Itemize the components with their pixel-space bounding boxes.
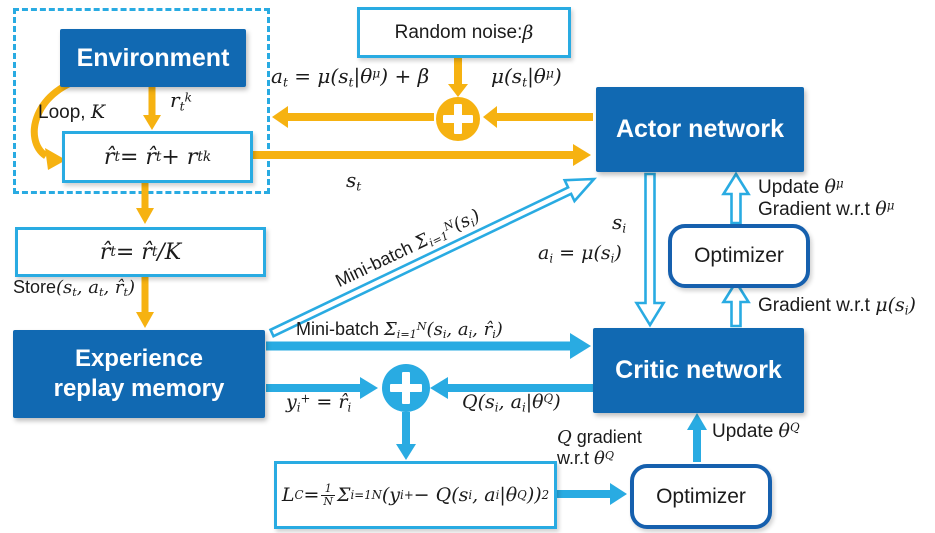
label-action-i-equation: ai = μ(si) bbox=[538, 242, 622, 266]
label-update-theta-mu: Update θμ bbox=[758, 176, 844, 198]
arrow-accumulate-to-average bbox=[136, 177, 154, 224]
arrow-average-to-replay bbox=[136, 271, 154, 328]
environment-box: Environment bbox=[60, 29, 246, 87]
experience-replay-line1: Experience bbox=[74, 345, 204, 372]
arrow-critic-to-target-sum bbox=[430, 377, 593, 399]
arrow-environment-to-accumulate bbox=[143, 87, 161, 130]
label-state-t: st bbox=[346, 168, 362, 194]
label-q-gradient-line1: Q gradient bbox=[557, 427, 642, 448]
arrow-noise-to-sum bbox=[448, 53, 468, 97]
arrow-state-to-actor bbox=[250, 144, 591, 166]
label-state-i: si bbox=[612, 210, 627, 236]
reward-average-box: r̂t = r̂t/K bbox=[15, 227, 266, 277]
arrow-minibatch-to-actor bbox=[268, 177, 597, 338]
arrow-replay-to-target-sum bbox=[266, 377, 378, 399]
label-minibatch-transitions: Mini-batch Σi=1N(si, ai, r̂i) bbox=[296, 319, 503, 342]
label-q-value: Q(si, ai|θQ) bbox=[462, 391, 561, 415]
label-q-gradient-line2: w.r.t θQ bbox=[557, 448, 615, 469]
actor-network-box: Actor network bbox=[596, 87, 804, 172]
arrow-sum-to-environment bbox=[272, 106, 434, 128]
label-target-value: yi+ = r̂i bbox=[286, 391, 352, 415]
label-action-equation: at = μ(st|θμ) + β bbox=[271, 64, 430, 90]
label-store-transition: Store(st, at, r̂t) bbox=[13, 277, 136, 300]
arrow-critic-to-optimizer bbox=[721, 279, 751, 328]
label-loop-k: Loop, K bbox=[38, 101, 106, 123]
experience-replay-line2: replay memory bbox=[53, 375, 225, 402]
label-update-theta-q: Update θQ bbox=[712, 420, 800, 442]
arrow-optimizer-to-actor bbox=[721, 171, 751, 225]
label-reward-k: rtk bbox=[170, 88, 193, 114]
arrow-actor-to-critic bbox=[634, 172, 666, 328]
label-policy-output: μ(st|θμ) bbox=[491, 64, 562, 90]
action-sum-node bbox=[436, 97, 480, 141]
label-gradient-theta-mu: Gradient w.r.t θμ bbox=[758, 198, 895, 220]
critic-optimizer-box: Optimizer bbox=[630, 464, 772, 529]
random-noise-box: Random noise: β bbox=[357, 7, 571, 58]
arrow-sum-to-loss bbox=[396, 412, 416, 460]
actor-optimizer-box: Optimizer bbox=[668, 224, 810, 288]
arrow-loss-to-optimizer bbox=[553, 483, 627, 505]
target-sum-node bbox=[382, 364, 430, 412]
critic-network-box: Critic network bbox=[593, 328, 804, 413]
experience-replay-memory-box: Experience replay memory bbox=[13, 330, 265, 418]
arrow-minibatch-to-critic bbox=[266, 333, 591, 359]
arrow-actor-to-sum bbox=[483, 106, 593, 128]
label-gradient-mu-si: Gradient w.r.t μ(si) bbox=[758, 294, 916, 318]
arrow-optimizer-to-critic bbox=[687, 413, 707, 462]
